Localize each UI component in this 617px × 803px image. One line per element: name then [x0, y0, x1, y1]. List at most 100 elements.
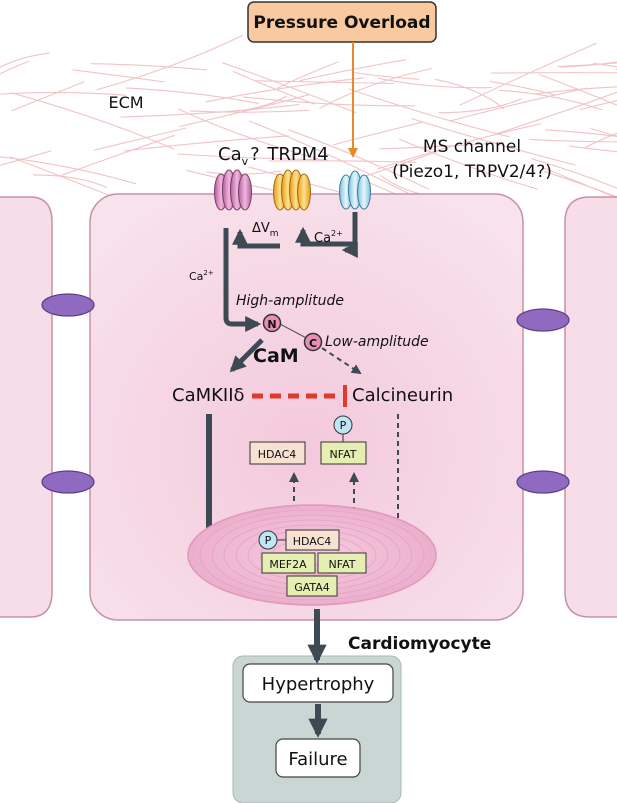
- ecm-fiber: [495, 91, 617, 135]
- ecm-fiber: [242, 96, 416, 107]
- ecm-fiber: [438, 98, 522, 114]
- ecm-fiber: [398, 138, 538, 190]
- ecm-fiber: [434, 78, 505, 110]
- ecm-fiber: [592, 62, 617, 68]
- cav-label: Cav?: [218, 144, 260, 168]
- cytoplasm-hdac4-label: HDAC4: [258, 448, 297, 461]
- ms-ca-main: Ca: [314, 231, 331, 246]
- cam-n-lobe-label: N: [267, 318, 276, 331]
- cam-c-lobe-label: C: [309, 337, 317, 350]
- hypertrophy-label: Hypertrophy: [262, 674, 375, 695]
- ecm-fiber: [489, 80, 557, 96]
- failure-box: [275, 738, 361, 778]
- cav-ca-entry-arrow: [223, 228, 262, 333]
- ecm-fiber: [10, 92, 175, 150]
- high-amplitude-label: High-amplitude: [236, 293, 344, 309]
- ecm-fiber: [354, 71, 420, 80]
- cav-ca-main: Ca: [189, 270, 203, 283]
- ms-ca-influx-arrow: [341, 240, 358, 259]
- trpm4-channel: [273, 169, 311, 211]
- ecm-fiber: [93, 127, 187, 151]
- ecm-fiber: [120, 104, 300, 118]
- ms-channel-label-line1: MS channel: [423, 137, 521, 157]
- ecm-fiber: [529, 138, 617, 143]
- delta-vm-label: ΔVm: [252, 221, 279, 239]
- nfat-phospho-circle: [333, 415, 353, 435]
- channel-feedback-arrows: [231, 212, 358, 249]
- ecm-fiber: [590, 127, 617, 137]
- ecm-fiber: [538, 73, 617, 106]
- delta-vm-sub: m: [270, 229, 279, 239]
- ecm-fiber: [177, 108, 325, 162]
- ecm-fiber: [0, 156, 137, 185]
- ecm-fibers: [0, 34, 617, 243]
- ecm-fiber: [72, 69, 165, 83]
- cam-to-camkii-arrow: [229, 338, 264, 373]
- nucleus-gata4-box: [286, 575, 338, 597]
- ecm-fiber: [319, 67, 433, 109]
- ms-channel: [339, 170, 371, 210]
- ecm-fiber: [491, 72, 617, 74]
- hdac4-phospho-label: P: [265, 534, 272, 547]
- ecm-fiber: [542, 167, 617, 199]
- ecm-fiber: [248, 120, 409, 194]
- cam-n-lobe: [262, 313, 282, 333]
- ecm-fiber: [545, 129, 617, 138]
- ecm-fiber: [205, 77, 365, 103]
- ecm-fiber: [377, 77, 492, 89]
- nucleus-nfat-box: [317, 552, 367, 574]
- ecm-fiber: [0, 60, 30, 75]
- camkii-label: CaMKIIδ: [172, 385, 245, 406]
- nucleus-mef2a-label: MEF2A: [269, 558, 307, 571]
- ms-ca-label: Ca2+: [314, 229, 343, 246]
- cav-ca-label: Ca2+: [189, 269, 214, 283]
- cytoplasm-hdac4-box: [249, 441, 306, 465]
- ecm-fiber: [557, 62, 617, 68]
- gap-junction-left-upper: [41, 293, 95, 317]
- nfat-phospho-label: P: [340, 419, 347, 432]
- ecm-fiber: [11, 81, 85, 112]
- nucleus-mef2a-box: [261, 552, 316, 574]
- ecm-fiber: [60, 134, 175, 177]
- ecm-fiber: [177, 153, 328, 161]
- gap-junction-right-lower: [516, 470, 570, 494]
- ecm-fiber: [32, 174, 108, 189]
- ecm-fiber: [189, 109, 310, 113]
- hypertrophy-box: [242, 663, 394, 703]
- ecm-fiber: [379, 142, 504, 150]
- ms-channel-label-line2: (Piezo1, TRPV2/4?): [392, 162, 552, 182]
- ecm-fiber: [536, 86, 617, 95]
- right-neighbor-cell: [564, 196, 617, 618]
- nucleus-texture-ring: [199, 509, 425, 601]
- left-neighbor-cell: [0, 196, 53, 618]
- low-amplitude-label: Low-amplitude: [325, 334, 429, 350]
- cam-to-calcineurin-arrow: [321, 347, 362, 375]
- ecm-fiber: [96, 34, 243, 91]
- cytoplasm-nfat-label: NFAT: [330, 448, 357, 461]
- ecm-fiber: [125, 87, 260, 105]
- pressure-overload-box: [247, 1, 437, 43]
- pressure-overload-label: Pressure Overload: [253, 13, 430, 33]
- ecm-fiber: [288, 129, 430, 190]
- ecm-fiber: [559, 61, 617, 68]
- ecm-fiber: [123, 135, 290, 152]
- ms-ca-sup: 2+: [331, 229, 343, 238]
- ecm-fiber: [277, 61, 339, 89]
- cav-label-main: Ca: [218, 144, 242, 165]
- cav-label-sub: v: [242, 155, 249, 168]
- cam-label: CaM: [253, 345, 299, 367]
- nucleus-texture-ring: [187, 504, 437, 606]
- trpm4-to-cav-arrow: [231, 228, 280, 249]
- nucleus-hdac4-label: HDAC4: [293, 535, 332, 548]
- ecm-fiber: [90, 63, 208, 71]
- calcineurin-label: Calcineurin: [352, 385, 453, 406]
- ecm-fiber: [232, 70, 315, 105]
- ecm-fiber: [0, 150, 52, 166]
- delta-vm-main: ΔV: [252, 221, 270, 236]
- ecm-fiber: [0, 52, 50, 68]
- ecm-fiber: [411, 117, 576, 166]
- nucleus-nfat-label: NFAT: [329, 558, 356, 571]
- ecm-fiber: [543, 170, 617, 198]
- cardiomyocyte-label: Cardiomyocyte: [348, 634, 491, 654]
